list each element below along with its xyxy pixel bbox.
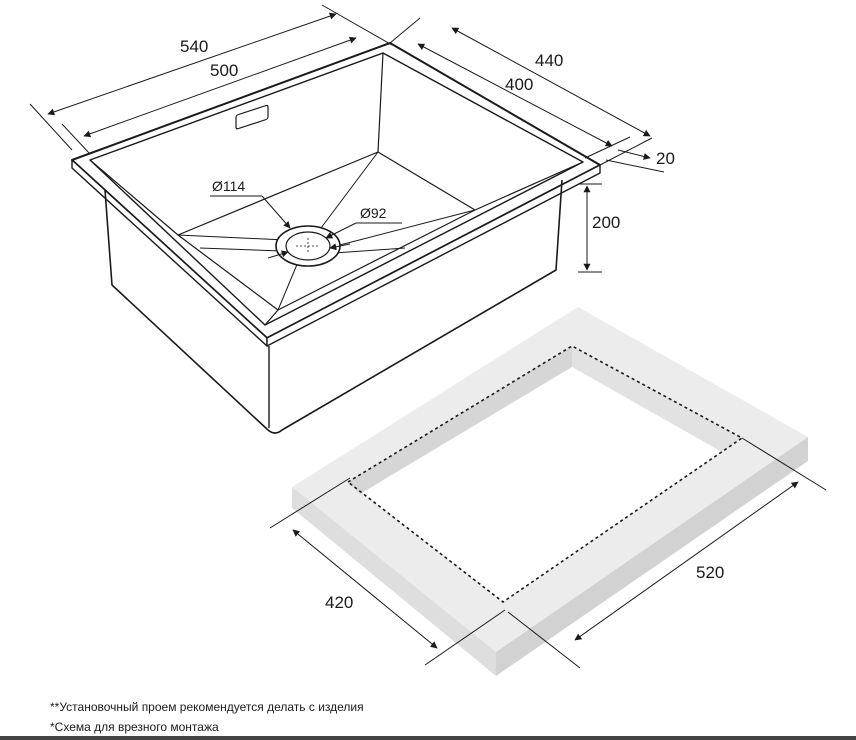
dim-label-200: 200 [592,213,620,232]
sink-dimensions [29,4,665,273]
cutout-inner-wall-right [572,346,742,452]
cutout-dotted-outline [346,345,744,603]
dim-line-20 [605,159,665,173]
dim-label-440: 440 [535,51,563,70]
dim-label-420: 420 [325,593,353,612]
dim-label-500: 500 [210,61,238,80]
dim-line-500 [83,36,357,138]
footnotes: **Установочный проем рекомендуется делат… [50,697,364,737]
dim-label-drain-114: Ø114 [212,178,245,194]
sink-technical-drawing: 420 520 [29,4,827,676]
dim-label-20: 20 [656,149,675,168]
cutout-inner-wall-back [348,346,572,494]
countertop [292,307,808,676]
sink-rim-thickness-front [266,164,601,347]
dim-line-520 [574,481,799,641]
dim-label-400: 400 [505,75,533,94]
dim-label-520: 520 [696,563,724,582]
sink-body-left [104,189,269,431]
dim-line-400 [417,43,613,147]
sink-body-right [281,179,563,431]
footnote-flush-mount-scheme: *Схема для врезного монтажа [50,720,219,734]
footnote-cutout-recommendation: **Установочный проем рекомендуется делат… [50,700,364,714]
dim-line-420 [292,529,438,649]
dim-label-drain-92: Ø92 [360,205,387,221]
countertop-cutout-hole [348,346,742,602]
sink-body-bottom-corner [267,429,283,434]
drain-slope-lines [177,151,476,311]
dim-label-540: 540 [180,37,208,56]
cutout-dimensions [269,437,827,669]
bottom-bar [0,736,856,740]
